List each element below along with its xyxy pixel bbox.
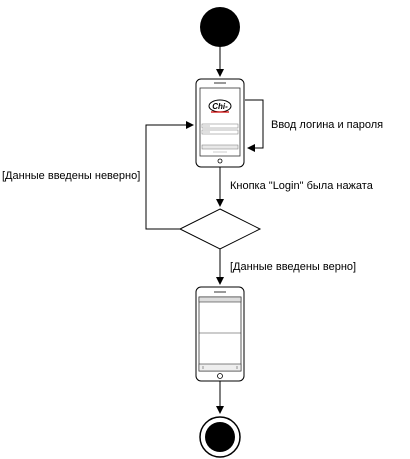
login-screen-phone: Chi- bbox=[195, 78, 245, 168]
final-node bbox=[199, 416, 241, 458]
initial-node bbox=[200, 7, 240, 47]
label-data-invalid: [Данные введены неверно] bbox=[2, 170, 141, 182]
main-screen-phone bbox=[195, 286, 245, 382]
login-button bbox=[201, 144, 239, 150]
login-field bbox=[201, 123, 239, 129]
app-logo: Chi- bbox=[208, 99, 232, 113]
flow-self-loop bbox=[245, 99, 264, 152]
label-enter-credentials: Ввод логина и пароля bbox=[271, 119, 384, 131]
password-field bbox=[201, 129, 239, 135]
label-data-valid: [Данные введены верно] bbox=[230, 261, 357, 273]
label-login-pressed: Кнопка "Login" была нажата bbox=[230, 180, 373, 192]
decision-node bbox=[178, 208, 262, 250]
flow-invalid-back-to-login bbox=[145, 121, 194, 230]
app-logo-text: Chi- bbox=[212, 102, 228, 111]
